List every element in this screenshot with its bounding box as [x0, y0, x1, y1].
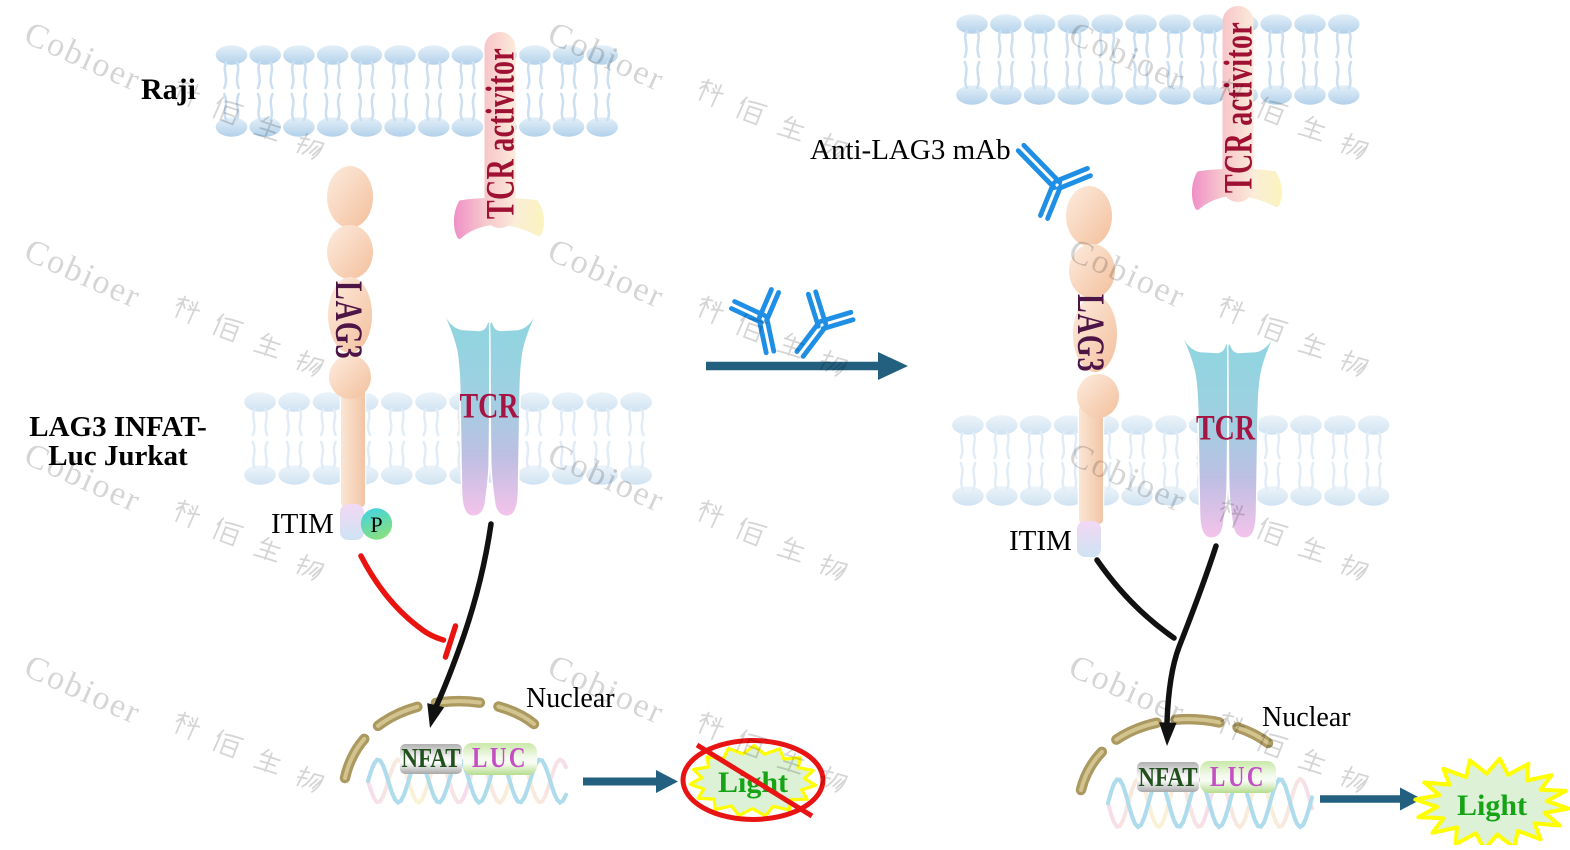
- svg-text:LAG3 INFAT-: LAG3 INFAT-: [29, 411, 207, 443]
- svg-text:TCR: TCR: [1196, 407, 1256, 447]
- svg-text:P: P: [370, 512, 382, 537]
- svg-text:LUC: LUC: [472, 742, 528, 774]
- svg-text:LUC: LUC: [1210, 761, 1266, 793]
- svg-text:TCR activitor: TCR activitor: [1215, 22, 1260, 193]
- svg-text:LAG3: LAG3: [1069, 294, 1111, 373]
- svg-text:Raji: Raji: [141, 73, 196, 106]
- svg-text:NFAT: NFAT: [401, 743, 460, 773]
- svg-text:ITIM: ITIM: [1009, 525, 1072, 557]
- svg-text:TCR: TCR: [460, 385, 520, 425]
- svg-text:NFAT: NFAT: [1138, 762, 1197, 792]
- svg-text:LAG3: LAG3: [327, 281, 369, 360]
- svg-text:ITIM: ITIM: [271, 508, 334, 540]
- svg-text:Light: Light: [1457, 789, 1527, 822]
- svg-text:Nuclear: Nuclear: [1262, 702, 1351, 733]
- svg-text:Anti-LAG3 mAb: Anti-LAG3 mAb: [810, 134, 1011, 166]
- svg-text:TCR activitor: TCR activitor: [477, 48, 522, 219]
